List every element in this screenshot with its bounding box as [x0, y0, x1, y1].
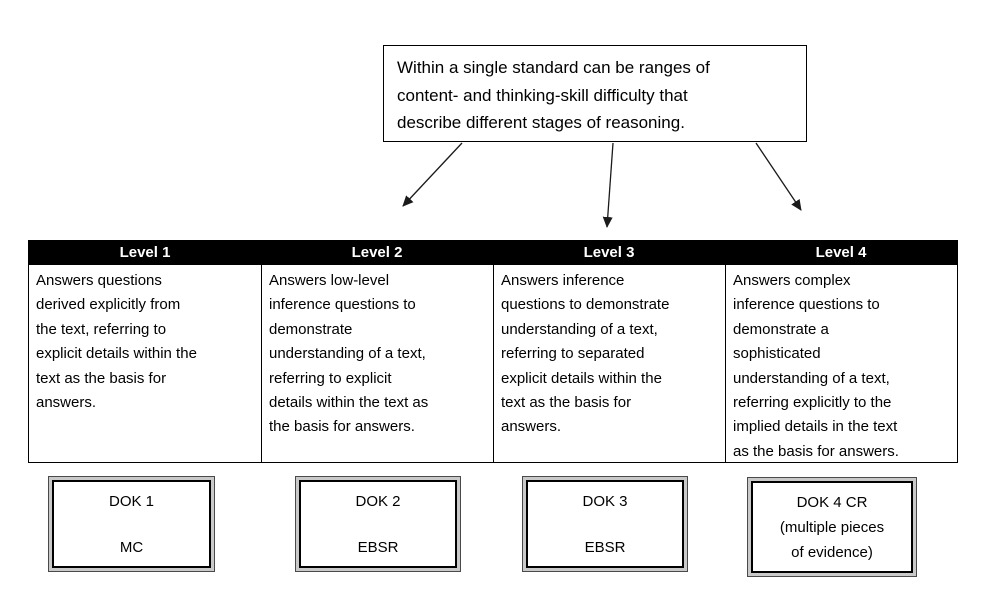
- dok-1-label: DOK 1 MC: [52, 480, 211, 568]
- arrow-to-level1-2: [402, 142, 463, 207]
- cell-level-3-description: Answers inference questions to demonstra…: [493, 265, 725, 462]
- dok-4-box: DOK 4 CR (multiple pieces of evidence): [747, 477, 917, 577]
- table-header-row: Level 1 Level 2 Level 3 Level 4: [29, 241, 957, 265]
- dok-3-label: DOK 3 EBSR: [526, 480, 684, 568]
- cell-level-2-description: Answers low-level inference questions to…: [261, 265, 493, 462]
- dok-4-label: DOK 4 CR (multiple pieces of evidence): [751, 481, 913, 573]
- header-level-4: Level 4: [815, 244, 867, 261]
- standard-ranges-callout: Within a single standard can be ranges o…: [383, 45, 807, 142]
- dok-2-label: DOK 2 EBSR: [299, 480, 457, 568]
- dok-1-box: DOK 1 MC: [48, 476, 215, 572]
- arrow-to-level3: [602, 142, 614, 228]
- header-level-2: Level 2: [351, 244, 403, 261]
- arrow-to-level4: [755, 142, 802, 211]
- dok-levels-table: Level 1 Level 2 Level 3 Level 4 Answers …: [28, 240, 958, 463]
- header-level-1: Level 1: [119, 244, 171, 261]
- dok-2-box: DOK 2 EBSR: [295, 476, 461, 572]
- header-level-3: Level 3: [583, 244, 635, 261]
- cell-level-4-description: Answers complex inference questions to d…: [725, 265, 957, 462]
- cell-level-1-description: Answers questions derived explicitly fro…: [36, 272, 197, 412]
- dok-3-box: DOK 3 EBSR: [522, 476, 688, 572]
- table-body-row: Answers questions derived explicitly fro…: [29, 265, 957, 462]
